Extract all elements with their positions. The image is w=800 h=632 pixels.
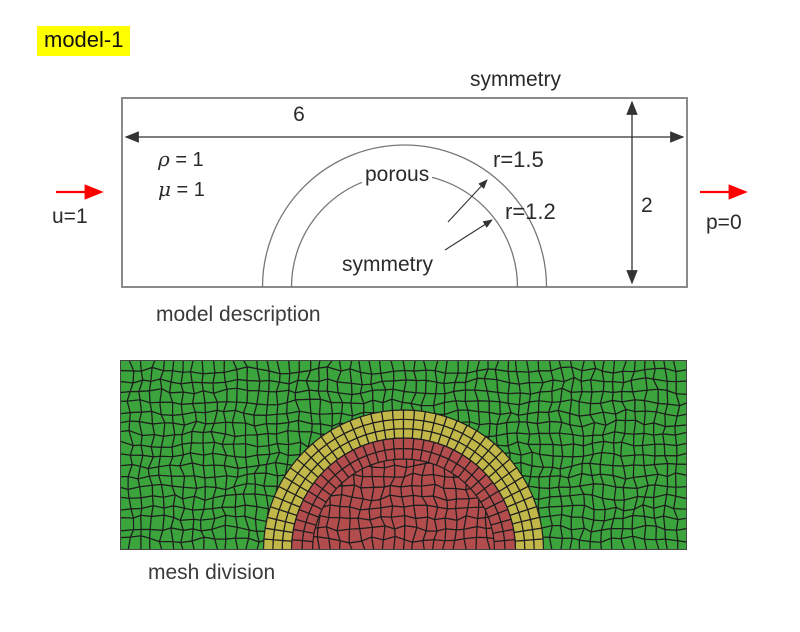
radius-outer-label: r=1.5 [493, 147, 544, 172]
height-dimension-value: 2 [641, 194, 653, 217]
model-description-caption: model description [156, 303, 321, 326]
density-label: ρ = 1 [158, 147, 204, 171]
mesh-division-caption: mesh division [148, 561, 276, 584]
domain-rectangle [121, 97, 688, 288]
leader-arrow-r-outer [447, 179, 488, 223]
radius-inner-label: r=1.2 [505, 199, 556, 224]
viscosity-label: μ = 1 [158, 177, 205, 201]
boundary-label-bottom-symmetry: symmetry [342, 253, 433, 276]
mesh-division-image [120, 360, 687, 550]
leader-arrow-r-inner [444, 219, 493, 251]
porous-region-label: porous [362, 163, 433, 187]
porous-outer-arc [261, 144, 548, 288]
boundary-label-top-symmetry: symmetry [470, 68, 561, 91]
inlet-velocity-label: u=1 [52, 205, 88, 228]
page-title: model-1 [37, 26, 131, 57]
outlet-pressure-label: p=0 [706, 211, 742, 234]
width-dimension-value: 6 [293, 103, 305, 126]
